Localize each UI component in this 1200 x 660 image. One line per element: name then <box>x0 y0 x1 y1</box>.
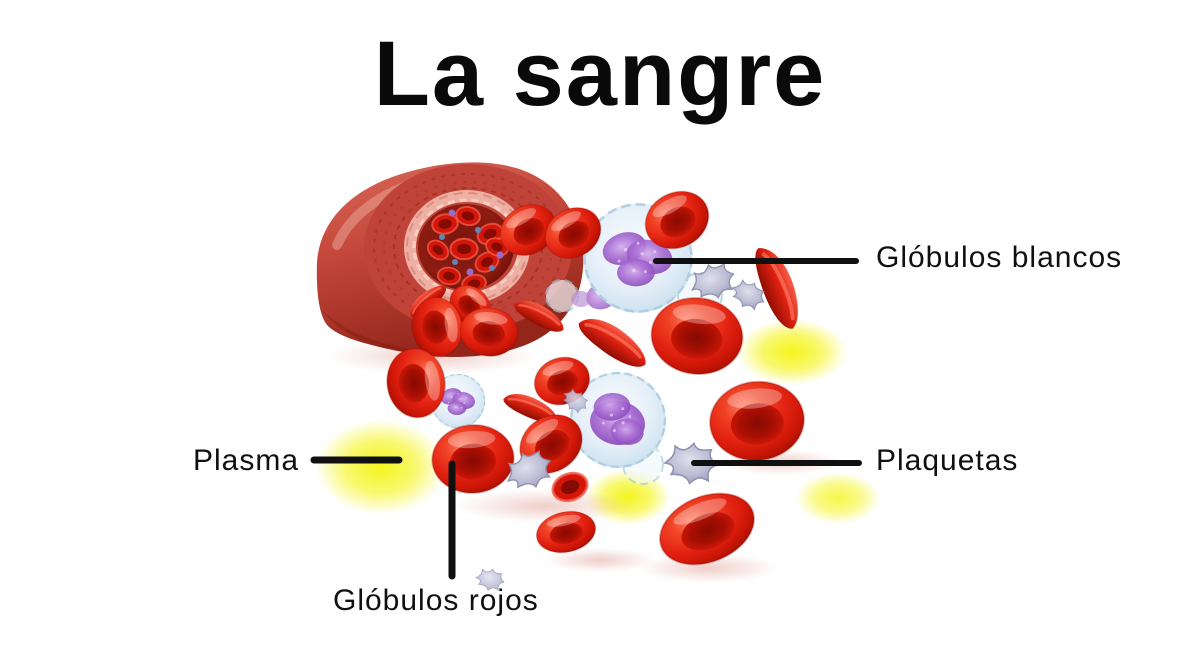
lumen-specks <box>439 227 495 271</box>
plasma-glow <box>737 319 847 385</box>
soft-shadow <box>455 489 635 523</box>
connector-lines <box>310 258 862 580</box>
lumen-cells <box>423 204 512 290</box>
plasma-glow <box>316 419 446 515</box>
plasma-glow <box>795 472 881 524</box>
red-blood-cell <box>429 421 517 497</box>
label-globulos-blancos: Glóbulos blancos <box>876 241 1123 274</box>
lumen-specks <box>448 209 504 276</box>
label-plasma: Plasma <box>193 444 300 477</box>
red-blood-cell-small <box>449 237 479 261</box>
label-plaquetas: Plaquetas <box>876 444 1019 477</box>
label-globulos-rojos: Glóbulos rojos <box>333 584 539 617</box>
vessel-tip-shade <box>322 310 430 353</box>
red-blood-cell <box>571 307 656 377</box>
faint-nucleus-blob <box>571 291 591 307</box>
white-blood-cell <box>569 371 667 469</box>
diagram-title: La sangre <box>373 23 827 125</box>
blood-vessel <box>316 162 584 361</box>
